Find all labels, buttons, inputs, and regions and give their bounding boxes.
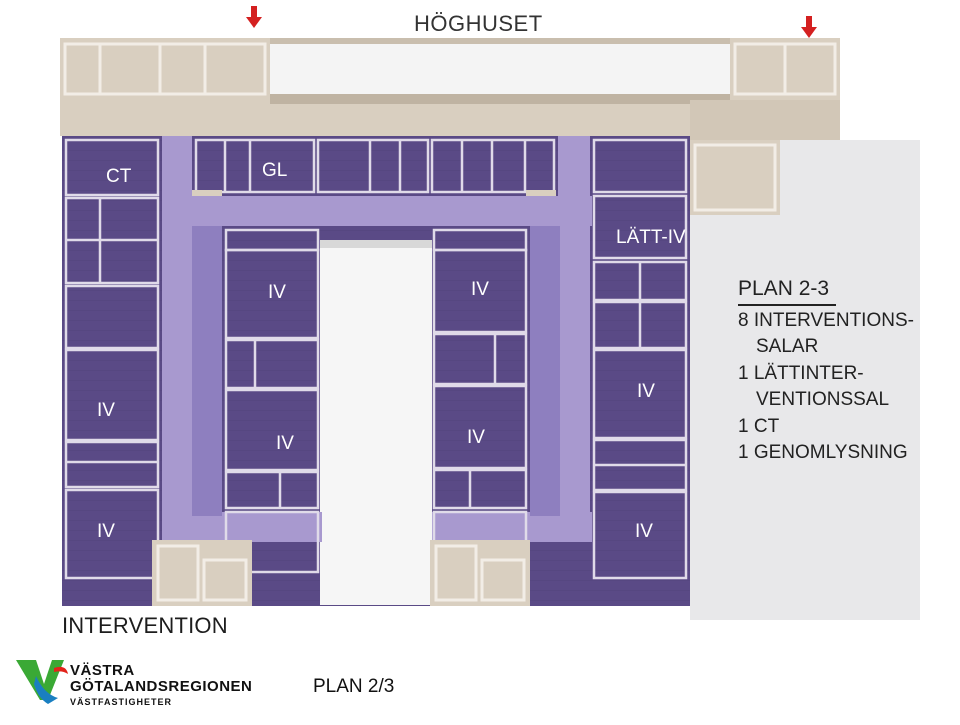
- arrow-down-icon: [246, 6, 262, 28]
- plan-legend: PLAN 2-3 8 INTERVENTIONS- SALAR 1 LÄTTIN…: [738, 276, 914, 467]
- logo-line-1: VÄSTRA: [70, 662, 135, 679]
- hoghuset-block: [60, 38, 840, 215]
- shadow-area: [690, 140, 920, 620]
- vgr-logo-icon: [16, 660, 68, 704]
- room-label-iv: IV: [97, 521, 115, 542]
- room-label-iv: IV: [276, 433, 294, 454]
- room-label-iv: IV: [97, 400, 115, 421]
- arrow-down-icon: [801, 16, 817, 38]
- stair-blocks: [152, 190, 556, 606]
- building-name: HÖGHUSET: [414, 11, 543, 36]
- room-label-iv: IV: [635, 521, 653, 542]
- legend-line: 1 LÄTTINTER-: [738, 362, 864, 384]
- room-label-iv: IV: [467, 427, 485, 448]
- legend-title: PLAN 2-3: [738, 276, 836, 306]
- legend-line: VENTIONSSAL: [756, 389, 890, 410]
- legend-line: SALAR: [756, 336, 819, 357]
- room-label-ct: CT: [106, 166, 132, 187]
- logo-line-3: VÄSTFASTIGHETER: [70, 697, 173, 707]
- logo-line-2: GÖTALANDSREGIONEN: [70, 678, 253, 695]
- legend-line: 1 GENOMLYSNING: [738, 442, 908, 463]
- footer-plan-label: PLAN 2/3: [313, 676, 395, 697]
- room-label-latt-iv: LÄTT-IV: [616, 227, 686, 248]
- room-label-iv: IV: [471, 279, 489, 300]
- room-label-iv: IV: [268, 282, 286, 303]
- legend-line: 8 INTERVENTIONS-: [738, 309, 914, 331]
- room-label-gl: GL: [262, 160, 287, 181]
- legend-line: 1 CT: [738, 415, 780, 437]
- intervention-block: [62, 136, 690, 606]
- room-label-iv: IV: [637, 381, 655, 402]
- section-label: INTERVENTION: [62, 613, 228, 638]
